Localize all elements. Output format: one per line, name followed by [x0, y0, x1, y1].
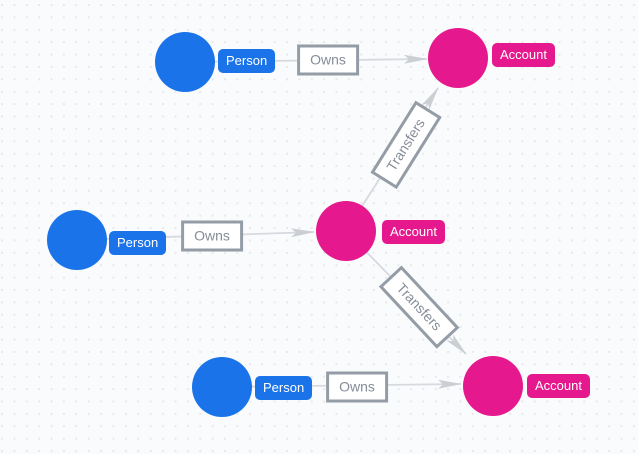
- relationship-label-owns-1[interactable]: Owns: [297, 44, 359, 76]
- node-label-person-2: Person: [109, 231, 167, 255]
- node-account-2[interactable]: [316, 201, 376, 261]
- node-person-3[interactable]: [192, 357, 252, 417]
- node-account-3[interactable]: [463, 356, 523, 416]
- node-account-1[interactable]: [428, 28, 488, 88]
- node-label-person-1: Person: [218, 49, 276, 73]
- relationship-label-owns-3[interactable]: Owns: [326, 371, 388, 403]
- node-label-account-1: Account: [492, 43, 555, 67]
- node-person-1[interactable]: [155, 32, 215, 92]
- relationship-label-owns-2[interactable]: Owns: [181, 220, 243, 252]
- node-label-account-2: Account: [382, 220, 445, 244]
- node-person-2[interactable]: [47, 210, 107, 270]
- node-label-account-3: Account: [527, 374, 590, 398]
- node-label-person-3: Person: [255, 376, 313, 400]
